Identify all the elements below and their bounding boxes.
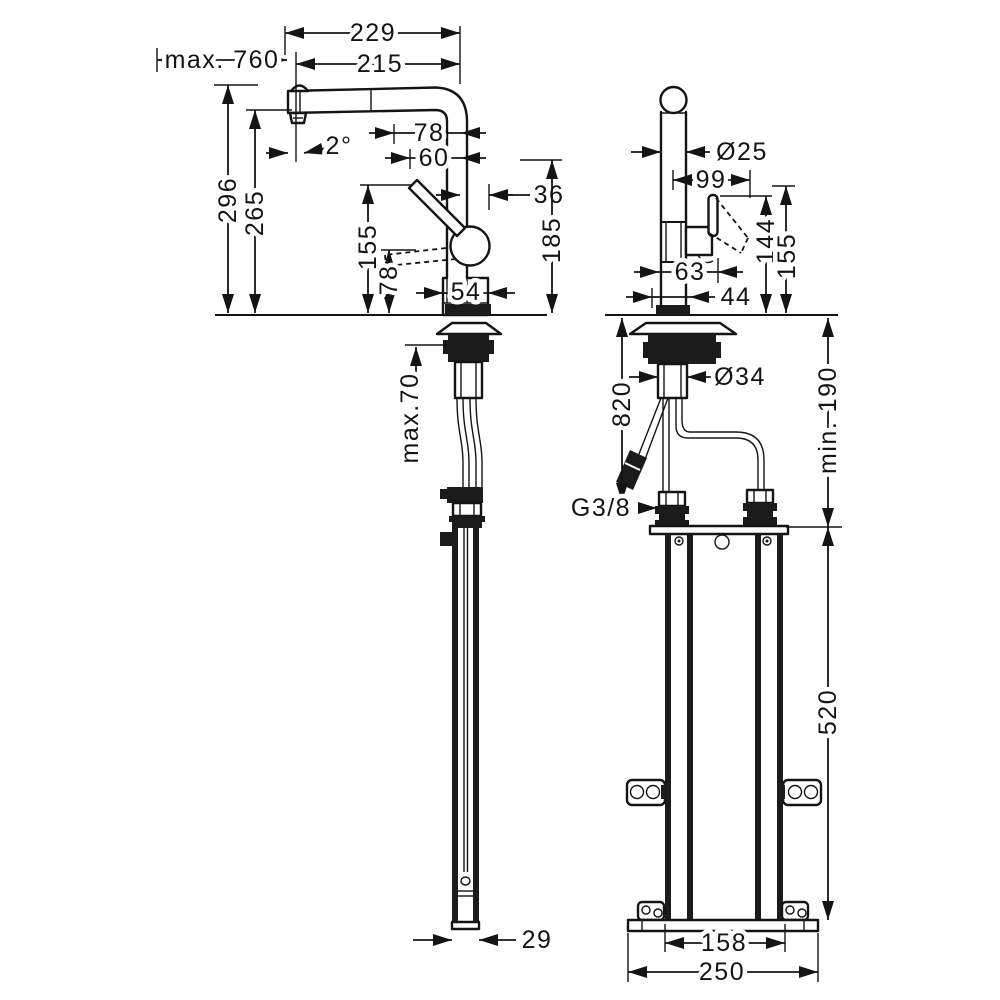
pullout-hose-connector [616,450,647,490]
column-collar [656,305,690,315]
sbox-rail [687,534,693,920]
dim-top-60: 60 [419,144,450,172]
dim-height-185: 185 [538,217,566,263]
pullout-hose-front [643,397,669,463]
rail-side-tab [440,532,452,546]
dim-min-190: min. 190 [814,366,842,474]
dim-body-63: 63 [675,258,706,286]
dim-hose-820: 820 [608,381,636,427]
dim-sbox-250: 250 [699,958,745,986]
supply-hose-curved [675,398,759,490]
sbox-screw [674,536,684,546]
sbox-rail [665,534,671,920]
sbox-screw [762,536,772,546]
mounting-body-side [448,334,489,362]
g38-nut-right [745,488,775,505]
g38-ring [659,514,685,520]
column-cap [659,85,688,115]
sbox-rail [755,534,761,920]
dim-base-44: 44 [721,283,752,311]
mount-clip [716,342,721,358]
base-collar [445,304,491,315]
handle-blade-front [707,193,719,238]
hose [456,397,464,487]
handle-dashed-tip [384,254,387,267]
connector-ring [452,522,482,528]
connector-ring [449,516,485,522]
dim-rail-29: 29 [522,926,553,954]
dim-handle-78: 78 [375,265,403,296]
mount-shaft-front [656,362,689,400]
sbox-hole [714,534,730,550]
hose [475,397,483,487]
spray-release-dome [289,84,310,93]
g38-ring [743,503,777,511]
dim-dia-25: Ø25 [716,138,768,166]
handle-lever [407,178,467,238]
dim-handle-99: 99 [696,166,727,194]
front-view: Ø25 99 63 44 144 155 [566,85,847,991]
rail-strip [452,528,458,922]
dim-sbox-520: 520 [814,689,842,735]
mounting-body-front [648,334,716,364]
dim-max-pullout-760: max. 760 [165,46,280,74]
side-view: 229 215 max. 760 2° 296 265 [156,15,571,959]
dim-spout-229: 229 [350,19,396,47]
dim-spout-215: 215 [357,50,403,78]
g38-ring [743,517,777,526]
dimensions-front-view: Ø25 99 63 44 144 155 [566,134,846,991]
handle-dashed [384,246,456,256]
hose [469,397,477,487]
dim-dia-34: Ø34 [714,363,766,391]
hose-fitting-tab [440,489,448,499]
dim-base-54: 54 [451,278,482,306]
dim-sbox-158: 158 [701,929,747,957]
rail-bottom-cap [450,920,481,931]
handle-dashed-front [715,197,749,239]
pullout-hose-front [636,397,662,460]
handle-dashed [385,258,457,267]
dim-height-296: 296 [214,177,242,223]
dim-handle-155-front: 155 [773,233,801,279]
escutcheon-side [435,321,503,336]
mount-clip [643,342,648,358]
dim-handle-155-side: 155 [354,224,382,270]
hose-fitting [447,487,483,503]
mount-clip [489,340,494,354]
handle-dashed-front [740,237,749,254]
g38-ring [655,520,689,527]
handle-dashed-front [708,232,742,254]
dim-counter-max70: max.70 [396,373,424,464]
mount-shaft-side [453,360,484,400]
sbox-base-plate [626,918,820,933]
dim-handle-144: 144 [752,218,780,264]
dim-offset-36: 36 [534,181,565,209]
g38-nut-left [657,490,687,508]
rail-weight-detail [460,876,471,886]
connector-nut-side [451,501,483,518]
rail-strip [473,528,479,922]
escutcheon-front [628,321,738,336]
g38-ring [655,506,689,514]
dim-spout-angle: 2° [326,132,353,160]
housing-detail [697,254,714,264]
hose [462,397,470,487]
dim-thread-g38: G3/8 [571,494,631,522]
dim-height-265: 265 [241,190,269,236]
sbox-rail [777,534,783,920]
mount-clip [443,340,448,354]
dim-top-78: 78 [414,119,445,147]
supply-hose-curved [681,398,765,490]
g38-ring [747,511,773,517]
handle-joint-ball [449,225,491,267]
dimensions-side-view: 229 215 max. 760 2° 296 265 [156,15,571,959]
sbox-top-plate [648,524,790,536]
